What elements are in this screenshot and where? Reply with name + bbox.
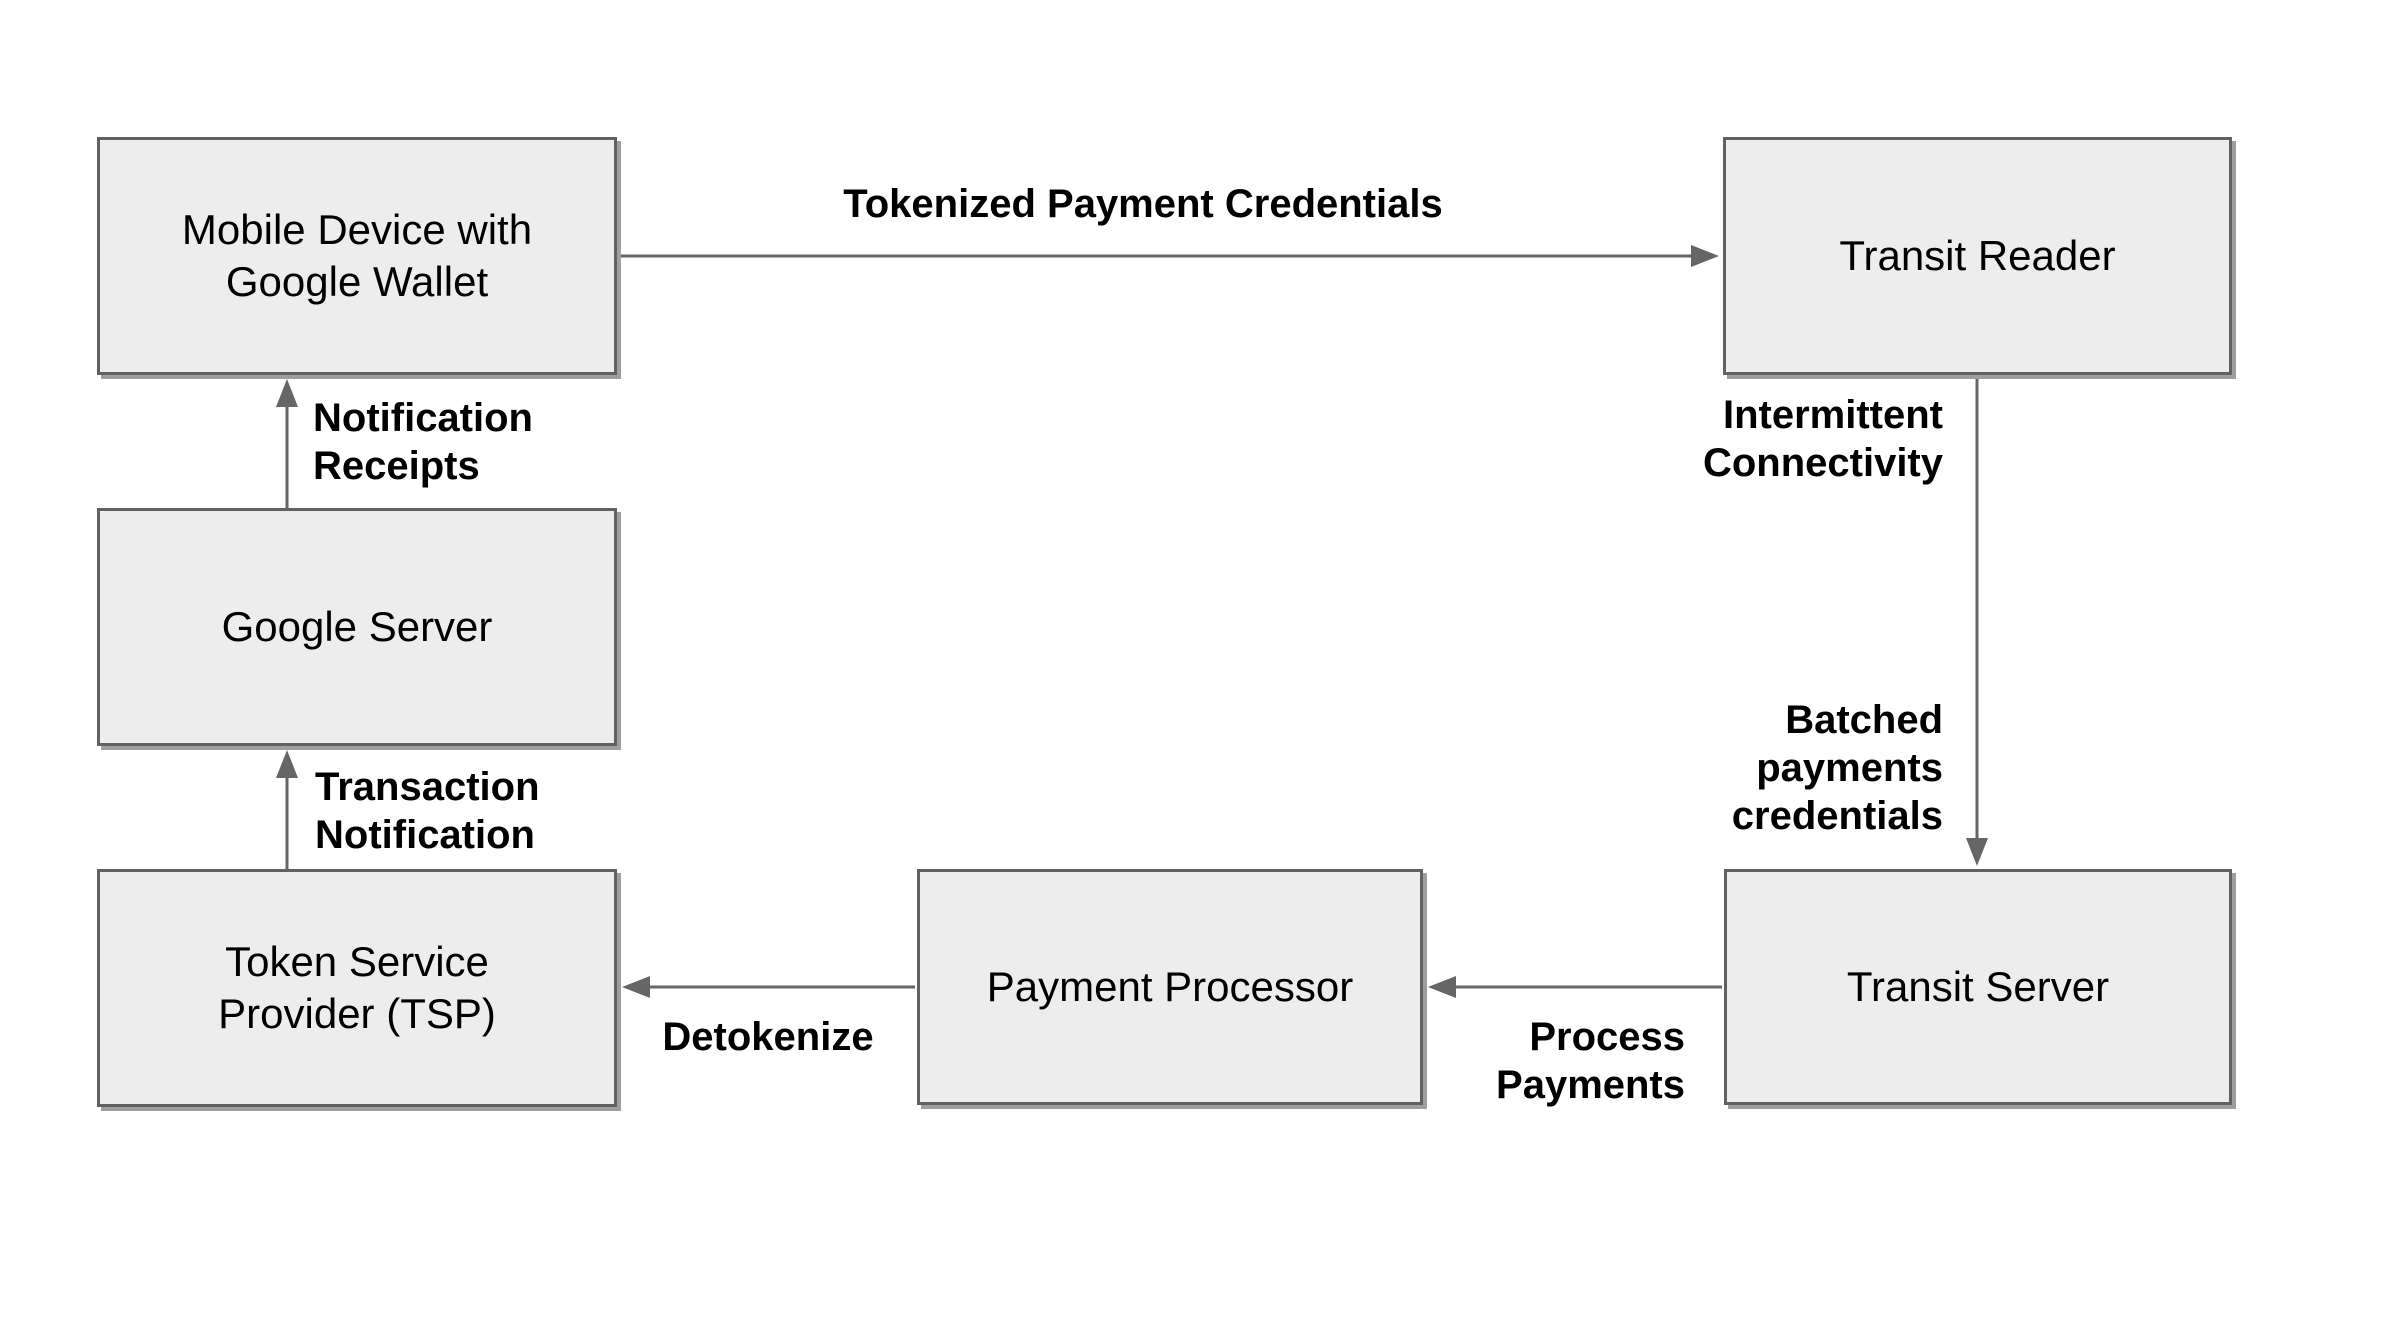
edge-label-intermittent-connectivity: Intermittent Connectivity <box>1702 393 1943 485</box>
node-label-payment-processor: Payment Processor <box>986 963 1354 1010</box>
node-mobile-device-google-wallet: Mobile Device with Google Wallet <box>97 137 617 375</box>
node-token-service-provider: Token Service Provider (TSP) <box>97 869 617 1107</box>
node-label-transit-server: Transit Server <box>1846 963 2110 1010</box>
arrow-google-server-to-mobile-head <box>276 379 298 407</box>
arrow-mobile-to-reader-head <box>1691 245 1719 267</box>
arrow-reader-to-transit-server-head <box>1966 838 1988 866</box>
edge-label-batched-payments-credentials: Batched payments credentials <box>1731 698 1943 838</box>
node-transit-server: Transit Server <box>1724 869 2232 1105</box>
arrow-tsp-to-google-server-head <box>276 750 298 778</box>
edge-label-notification-receipts: Notification Receipts <box>313 396 533 488</box>
node-label-token-service-provider: Token Service Provider (TSP) <box>218 938 496 1037</box>
edge-label-detokenize: Detokenize <box>662 1015 874 1059</box>
edge-label-tokenized-payment-credentials: Tokenized Payment Credentials <box>843 182 1443 226</box>
node-transit-reader: Transit Reader <box>1723 137 2232 375</box>
node-payment-processor: Payment Processor <box>917 869 1423 1105</box>
node-google-server: Google Server <box>97 508 617 746</box>
edge-label-process-payments: Process Payments <box>1496 1015 1685 1107</box>
node-label-mobile-device-google-wallet: Mobile Device with Google Wallet <box>181 206 533 305</box>
arrow-transit-server-to-processor-head <box>1428 976 1456 998</box>
arrow-processor-to-tsp-head <box>622 976 650 998</box>
edge-label-transaction-notification: Transaction Notification <box>315 765 540 857</box>
node-label-google-server: Google Server <box>221 603 493 650</box>
node-label-transit-reader: Transit Reader <box>1839 232 2116 279</box>
